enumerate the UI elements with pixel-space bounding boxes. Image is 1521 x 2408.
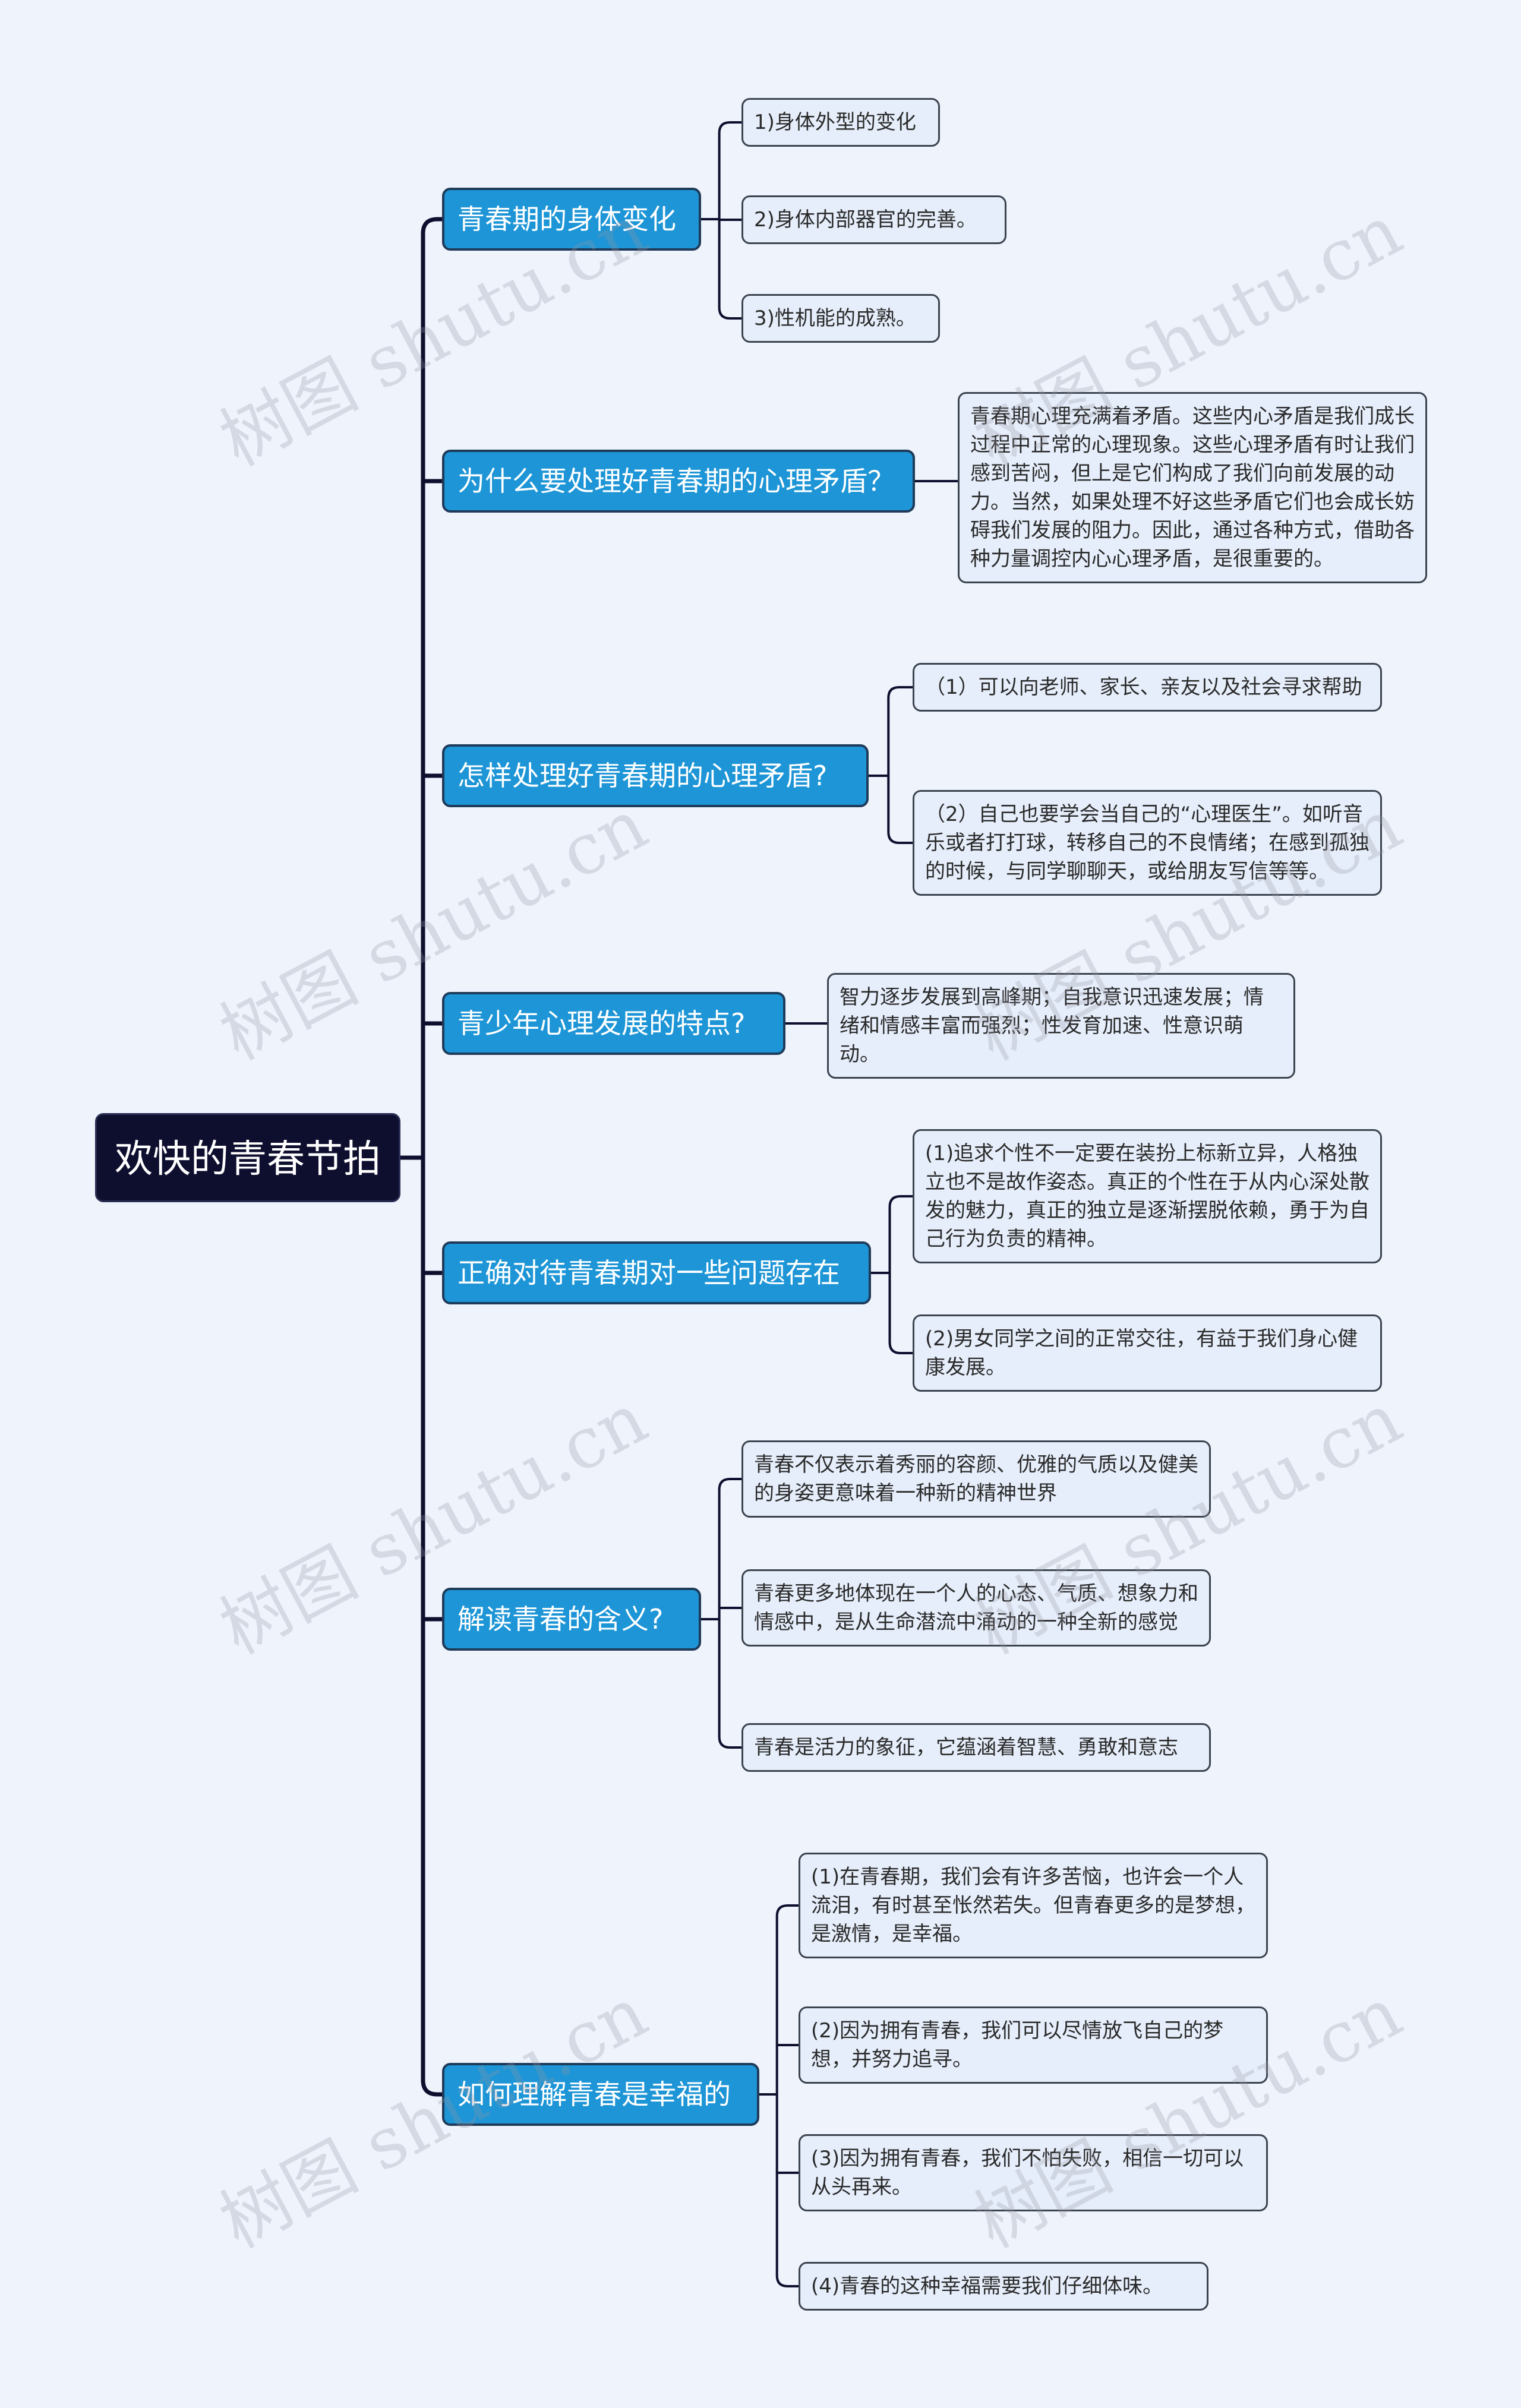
branch-body-changes[interactable]: 青春期的身体变化 [442,188,701,251]
leaf-youth-psychology-1[interactable]: 智力逐步发展到高峰期；自我意识迅速发展；情绪和情感丰富而强烈；性发育加速、性意识… [827,973,1295,1079]
leaf-body-changes-2[interactable]: 2)身体内部器官的完善。 [741,195,1006,244]
leaf-meaning-of-youth-1[interactable]: 青春不仅表示着秀丽的容颜、优雅的气质以及健美的身姿更意味着一种新的精神世界 [741,1440,1211,1518]
leaf-why-handle-conflicts-1[interactable]: 青春期心理充满着矛盾。这些内心矛盾是我们成长过程中正常的心理现象。这些心理矛盾有… [958,392,1427,583]
branch-correctly-treat-issues[interactable]: 正确对待青春期对一些问题存在 [442,1241,871,1304]
branch-meaning-of-youth[interactable]: 解读青春的含义? [442,1588,701,1651]
leaf-how-handle-conflicts-1[interactable]: （1）可以向老师、家长、亲友以及社会寻求帮助 [913,663,1382,712]
connector-line [718,1478,731,1749]
leaf-meaning-of-youth-2[interactable]: 青春更多地体现在一个人的心态、气质、想象力和情感中，是从生命潜流中涌动的一种全新… [741,1569,1211,1647]
leaf-youth-is-happiness-3[interactable]: (3)因为拥有青春，我们不怕失败，相信一切可以从头再来。 [799,2134,1268,2211]
leaf-how-handle-conflicts-2[interactable]: （2）自己也要学会当自己的“心理医生”。如听音乐或者打打球，转移自己的不良情绪；… [913,790,1382,896]
connector-line [421,217,440,2097]
connector-line [775,1904,789,2287]
leaf-correctly-treat-issues-1[interactable]: (1)追求个性不一定要在装扮上标新立异，人格独立也不是故作姿态。真正的个性在于从… [913,1129,1382,1263]
leaf-youth-is-happiness-2[interactable]: (2)因为拥有青春，我们可以尽情放飞自己的梦想，并努力追寻。 [799,2006,1268,2084]
connector-line [887,686,901,844]
leaf-meaning-of-youth-3[interactable]: 青春是活力的象征，它蕴涵着智慧、勇敢和意志 [741,1723,1211,1772]
leaf-correctly-treat-issues-2[interactable]: (2)男女同学之间的正常交往，有益于我们身心健康发展。 [913,1314,1382,1392]
leaf-body-changes-3[interactable]: 3)性机能的成熟。 [741,294,940,343]
branch-why-handle-conflicts[interactable]: 为什么要处理好青春期的心理矛盾？ [442,450,915,513]
leaf-youth-is-happiness-1[interactable]: (1)在青春期，我们会有许多苦恼，也许会一个人流泪，有时甚至怅然若失。但青春更多… [799,1853,1268,1958]
connector-line [888,1195,902,1354]
branch-youth-is-happiness[interactable]: 如何理解青春是幸福的 [442,2063,759,2126]
branch-how-handle-conflicts[interactable]: 怎样处理好青春期的心理矛盾? [442,744,869,807]
branch-youth-psychology[interactable]: 青少年心理发展的特点? [442,992,785,1055]
root-node[interactable]: 欢快的青春节拍 [95,1113,400,1202]
leaf-youth-is-happiness-4[interactable]: (4)青春的这种幸福需要我们仔细体味。 [799,2262,1208,2311]
leaf-body-changes-1[interactable]: 1)身体外型的变化 [741,98,940,147]
